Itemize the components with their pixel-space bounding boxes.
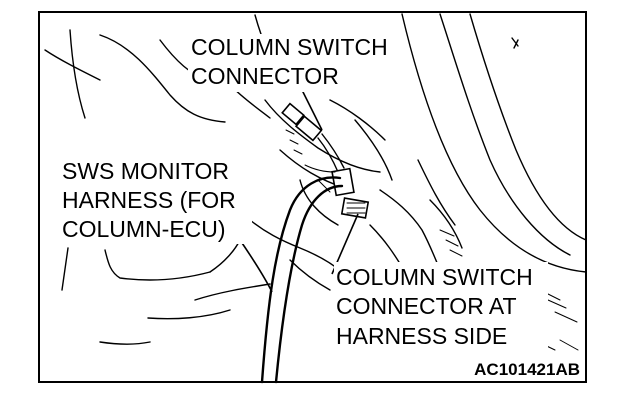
label-sws-monitor-harness-line-3: COLUMN-ECU) [62, 216, 226, 242]
leader-line-column-switch-connector [301, 89, 323, 131]
sws-monitor-harness-wires [260, 164, 344, 384]
label-harness-side-connector-line-1: COLUMN SWITCH [336, 264, 533, 290]
leader-line-sws-monitor-harness [239, 239, 273, 293]
harness-side-connector-drawing [331, 167, 370, 219]
label-bg-sws [60, 156, 252, 244]
label-bg-harness-side [334, 262, 548, 352]
label-column-switch-connector-line-2: CONNECTOR [191, 63, 339, 89]
label-sws-monitor-harness-line-2: HARNESS (FOR [62, 187, 236, 213]
label-sws-monitor-harness-line-1: SWS MONITOR [62, 158, 229, 184]
label-bg-column-switch [188, 34, 400, 92]
label-harness-side-connector-line-3: HARNESS SIDE [336, 323, 507, 349]
steering-column-drawing [249, 99, 463, 291]
figure-code: AC101421AB [474, 360, 580, 379]
label-column-switch-connector-line-1: COLUMN SWITCH [191, 34, 388, 60]
column-switch-connector-drawing [281, 102, 345, 173]
label-harness-side-connector-line-2: CONNECTOR AT [336, 293, 517, 319]
